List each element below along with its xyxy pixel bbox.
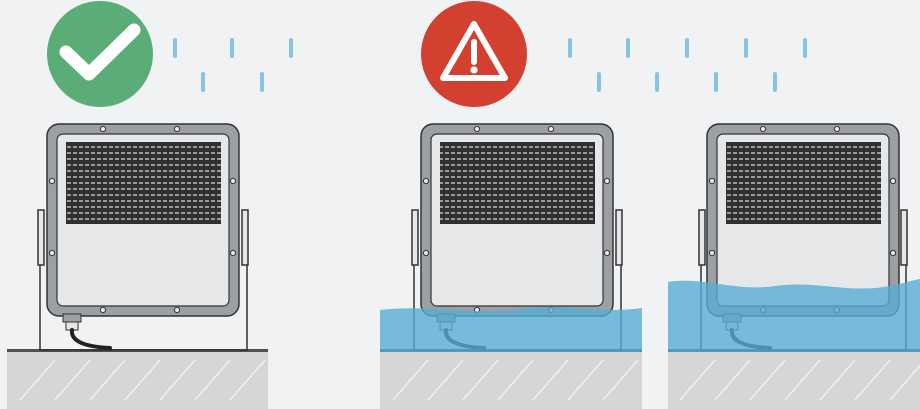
rain-drops [568, 38, 807, 92]
floodlight [46, 123, 240, 350]
led-panel [66, 142, 221, 224]
warning-badge [421, 1, 527, 107]
checkmark-icon [59, 23, 141, 81]
cable-gland [62, 313, 112, 350]
mount-frame [37, 209, 249, 351]
floodlight [706, 123, 900, 350]
led-panel [440, 142, 595, 224]
rain-drops [173, 38, 293, 92]
ground [7, 349, 268, 409]
scene-partial-flood [380, 1, 807, 409]
water-full [668, 279, 920, 352]
scene-full-flood [668, 123, 920, 409]
warning-triangle-icon [440, 21, 508, 81]
led-panel [726, 142, 881, 224]
ground [380, 349, 642, 409]
scene-rain-only [7, 1, 293, 409]
water-partial [380, 307, 642, 352]
ground [668, 349, 920, 409]
ok-badge [47, 1, 153, 107]
floodlight [420, 123, 614, 350]
